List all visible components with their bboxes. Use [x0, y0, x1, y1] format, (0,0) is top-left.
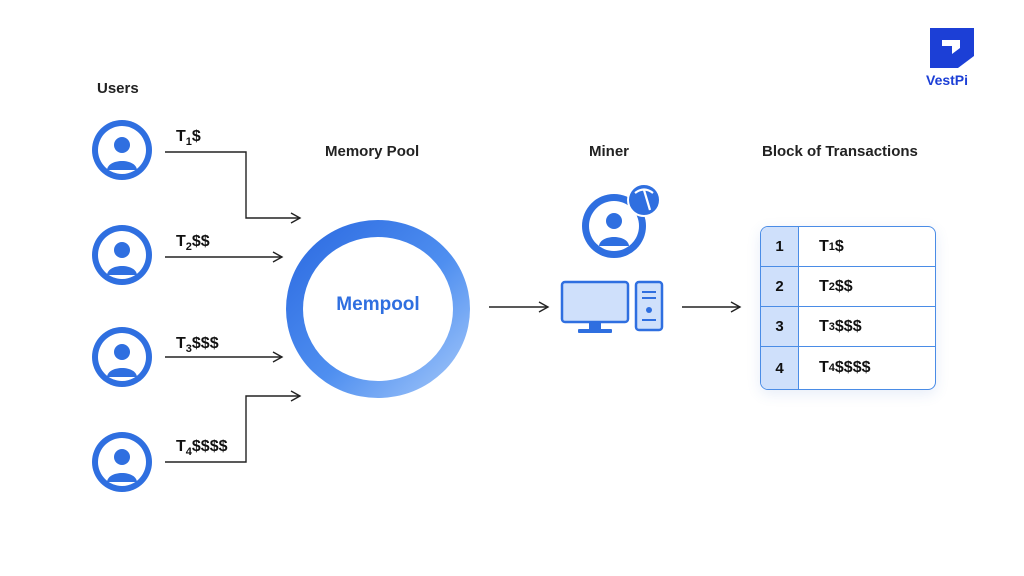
connector-user-4 — [165, 390, 302, 463]
vestpi-logo-icon — [930, 28, 974, 68]
transaction-label: T1$ — [176, 128, 201, 149]
block-row-number: 4 — [761, 347, 799, 389]
pickaxe-icon — [627, 183, 661, 217]
transaction-label: T2$$ — [176, 233, 210, 254]
connector-user-1 — [165, 151, 302, 224]
transaction-label: T3$$$ — [176, 335, 219, 356]
mempool-ring — [286, 220, 470, 398]
user-icon — [92, 120, 152, 180]
user-icon — [92, 432, 152, 492]
logo-text: VestPi — [926, 72, 969, 88]
user-icon — [92, 225, 152, 285]
user-icon — [92, 327, 152, 387]
block-row-number: 2 — [761, 267, 799, 306]
transaction-label: T4$$$$ — [176, 438, 228, 459]
memory-pool-heading: Memory Pool — [325, 143, 420, 160]
monitor-icon — [560, 280, 630, 333]
block-row-number: 1 — [761, 227, 799, 266]
block-heading: Block of Transactions — [762, 143, 918, 160]
block-row-number: 3 — [761, 307, 799, 346]
mempool-label: Mempool — [336, 294, 420, 315]
miner-avatar — [582, 183, 661, 258]
users-heading: Users — [97, 80, 139, 97]
miner-heading: Miner — [589, 143, 630, 160]
computer-tower-icon — [634, 280, 664, 332]
